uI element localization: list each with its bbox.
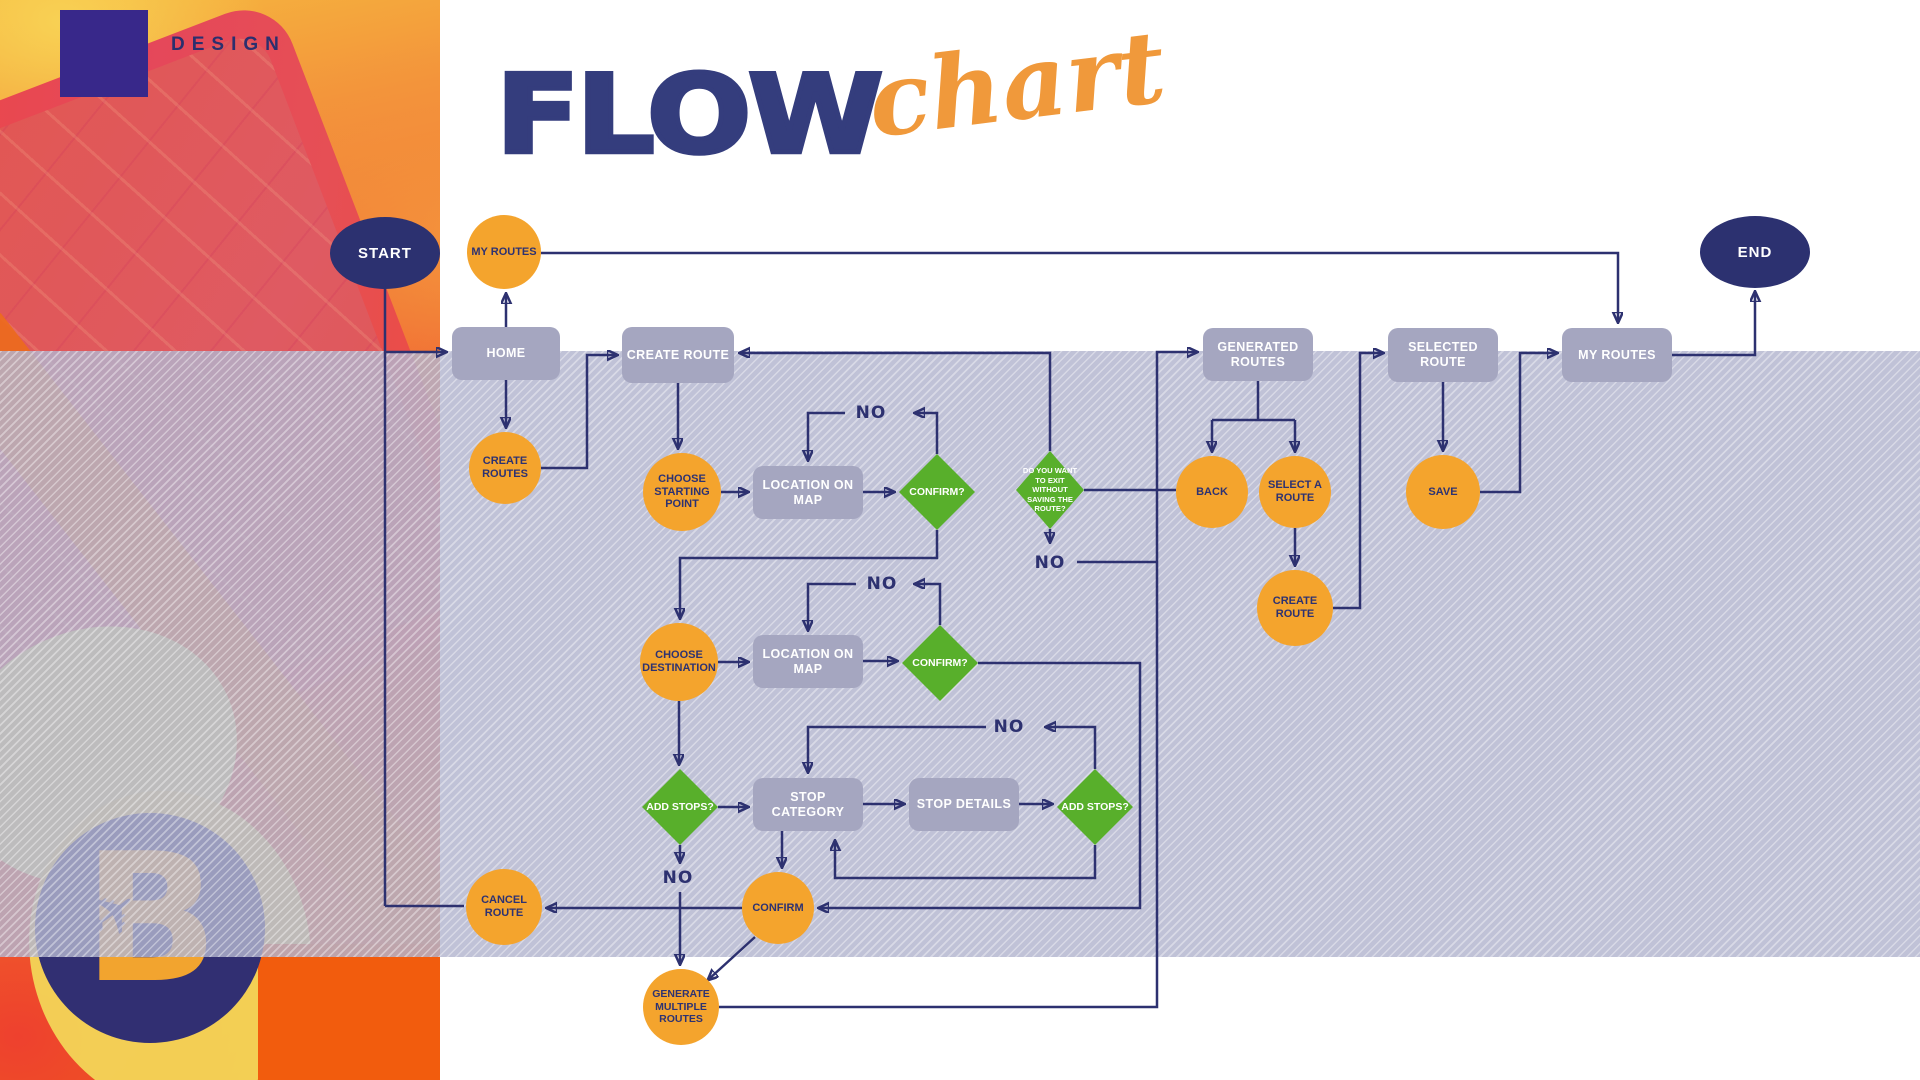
edge-label-no-3: NO [866,574,898,594]
node-exit-prompt-decision: DO YOU WANT TO EXIT WITHOUT SAVING THE R… [1016,451,1084,529]
node-start: START [330,217,440,289]
connector [719,352,1196,1009]
node-my-routes-screen: MY ROUTES [1562,328,1672,382]
node-my-routes-action: MY ROUTES [467,215,541,289]
purple-chip [60,10,148,97]
connector [541,355,616,470]
decision-label: ADD STOPS? [1061,800,1129,813]
node-choose-destination: CHOOSE DESTINATION [640,623,718,701]
node-create-routes: CREATE ROUTES [469,432,541,504]
connector [808,582,856,629]
decision-label: CONFIRM? [909,485,965,498]
node-home: HOME [452,327,560,380]
node-create-route-screen: CREATE ROUTE [622,327,734,383]
connector [541,251,1618,321]
connector [916,584,942,625]
node-end: END [1700,216,1810,288]
connector [1480,353,1556,494]
node-location-on-map-2: LOCATION ON MAP [753,635,863,688]
connector [709,936,756,979]
node-location-on-map-1: LOCATION ON MAP [753,466,863,519]
connector [916,413,939,454]
node-add-stops-decision-1: ADD STOPS? [642,769,718,845]
node-stop-details: STOP DETAILS [909,778,1019,831]
node-confirm-decision-1: CONFIRM? [899,454,975,530]
node-add-stops-decision-2: ADD STOPS? [1057,769,1133,845]
node-cancel-route: CANCEL ROUTE [466,869,542,945]
connector [808,411,845,459]
connector [1333,353,1382,610]
node-selected-route: SELECTED ROUTE [1388,328,1498,382]
node-create-route-action: CREATE ROUTE [1257,570,1333,646]
edge-label-no-1: NO [855,403,887,423]
design-label: DESIGN [171,34,286,55]
connector [1047,727,1097,769]
edge-label-no-4: NO [993,717,1025,737]
decision-label: DO YOU WANT TO EXIT WITHOUT SAVING THE R… [1022,466,1078,514]
connector [835,842,1097,880]
connector [1672,293,1755,357]
decision-label: CONFIRM? [912,656,968,669]
connector [808,725,986,771]
connector [820,661,1142,908]
connector [680,530,939,617]
node-save: SAVE [1406,455,1480,529]
node-select-a-route: SELECT A ROUTE [1259,456,1331,528]
edge-label-no-5: NO [662,868,694,888]
node-confirm-decision-2: CONFIRM? [902,625,978,701]
node-stop-category: STOP CATEGORY [753,778,863,831]
node-generated-routes: GENERATED ROUTES [1203,328,1313,381]
node-back: BACK [1176,456,1248,528]
connector [741,353,1052,451]
page-title-bold: FLOW [493,53,885,179]
node-confirm-action: CONFIRM [742,872,814,944]
photo-corner-block [258,944,440,1080]
node-generate-multiple-routes: GENERATE MULTIPLE ROUTES [643,969,719,1045]
decision-label: ADD STOPS? [646,800,714,813]
node-choose-starting-point: CHOOSE STARTING POINT [643,453,721,531]
edge-label-no-2: NO [1034,553,1066,573]
